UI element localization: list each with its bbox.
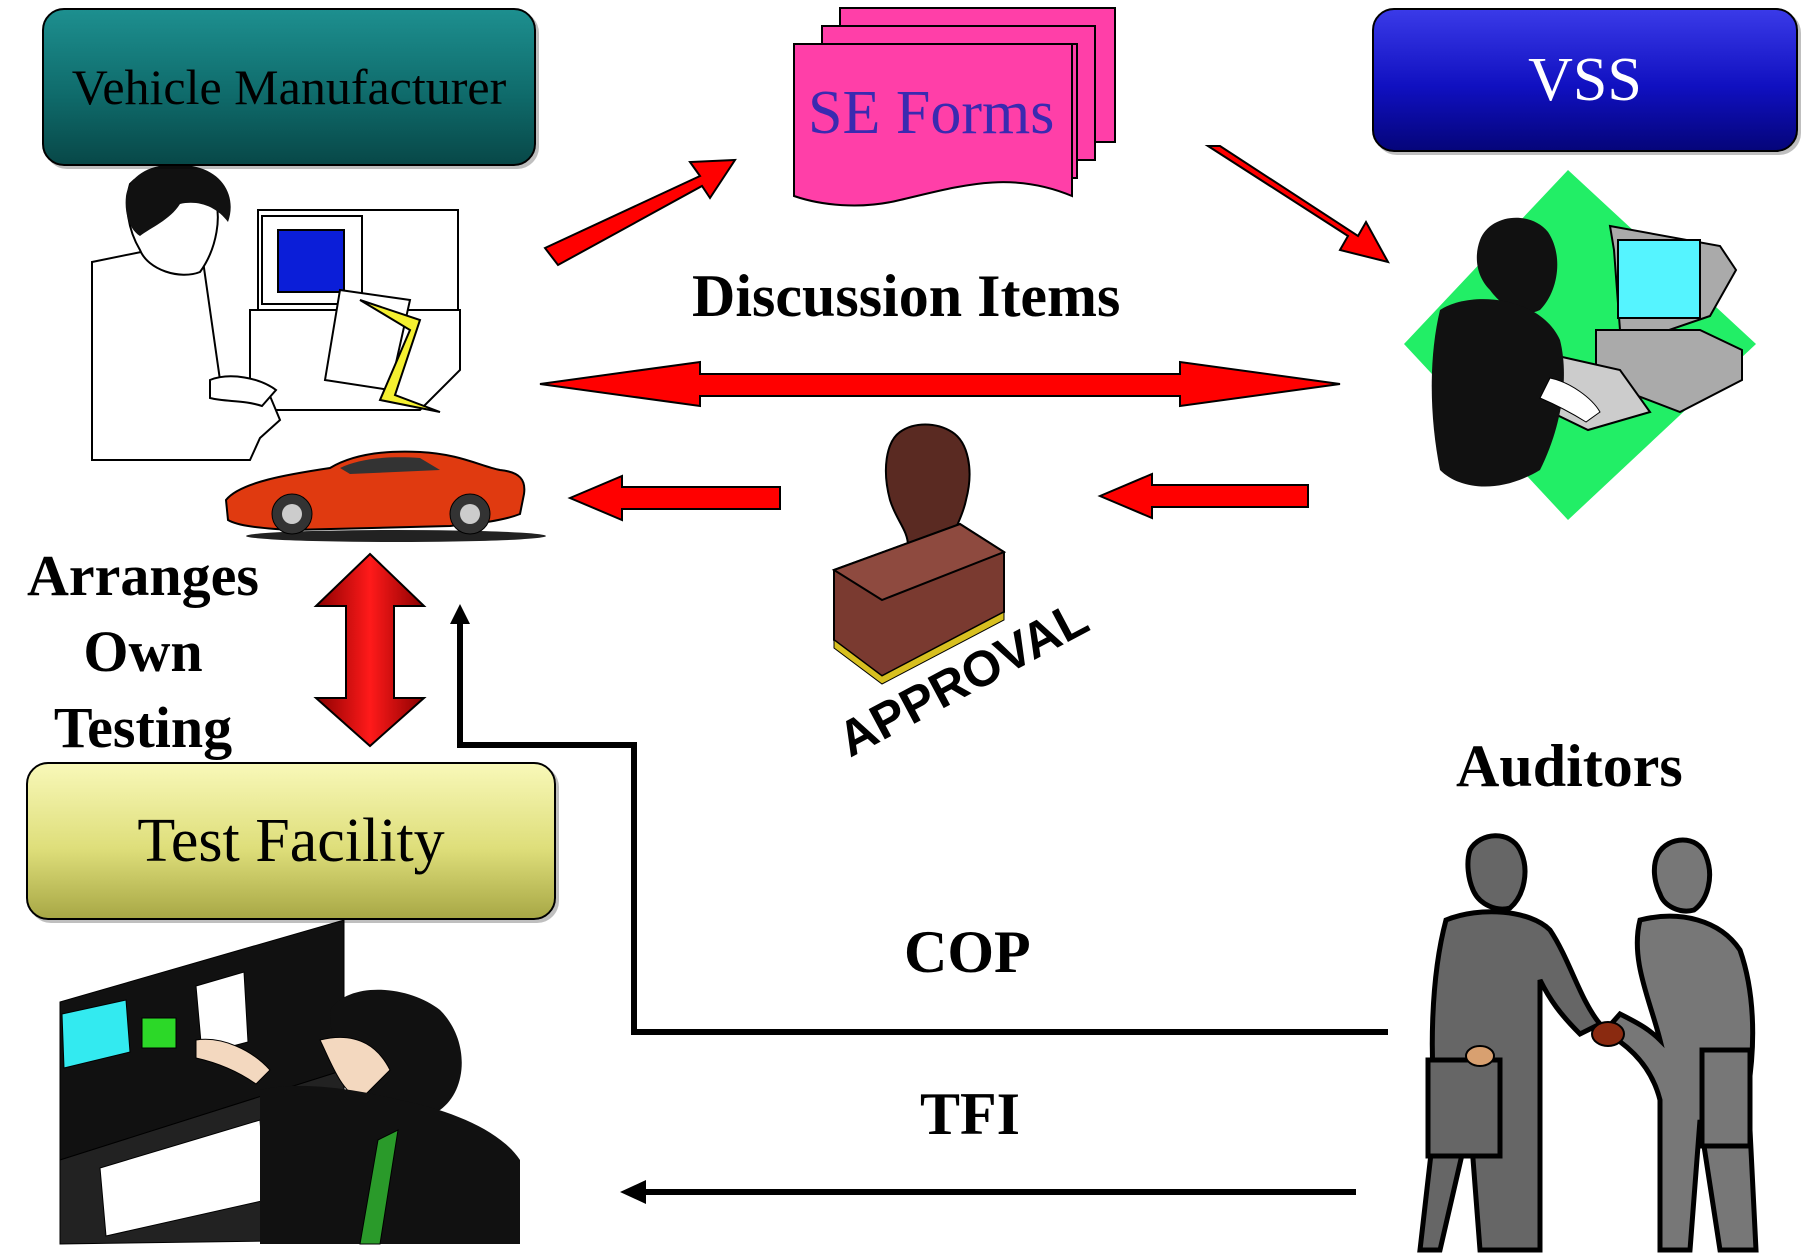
- cop-line: [457, 618, 1388, 1035]
- arrow-approval-to-vm: [567, 474, 781, 522]
- se-forms-label: SE Forms: [808, 79, 1055, 147]
- arrow-vm-testfacility: [313, 552, 427, 748]
- cop-label: COP: [904, 919, 1031, 985]
- vehicle-manufacturer-label: Vehicle Manufacturer: [71, 59, 507, 115]
- person-at-computer-icon: [91, 164, 461, 461]
- arrow-vm-to-seforms: [543, 158, 737, 267]
- arranges-own-testing-label: Arranges Own Testing: [27, 543, 259, 760]
- tfi-arrowhead: [620, 1180, 646, 1204]
- arrow-discussion-items: [539, 360, 1341, 408]
- sports-car-icon: [224, 450, 546, 542]
- handshake-businessmen-icon: [1417, 833, 1759, 1253]
- tfi-label: TFI: [920, 1081, 1021, 1147]
- test-facility-label: Test Facility: [137, 806, 445, 875]
- arrow-vss-to-approval: [1097, 472, 1309, 520]
- vss-box: VSS: [1372, 8, 1798, 152]
- vss-label: VSS: [1528, 45, 1642, 114]
- technician-at-console-icon: [59, 919, 520, 1245]
- test-facility-box: Test Facility: [26, 762, 556, 920]
- arrow-seforms-to-vss: [1204, 145, 1390, 264]
- auditors-label: Auditors: [1456, 733, 1683, 799]
- cop-arrowhead: [450, 604, 470, 624]
- discussion-items-label: Discussion Items: [692, 263, 1121, 329]
- document-stack-icon: [793, 7, 1116, 207]
- vss-operator-at-computer-icon: [1404, 170, 1756, 520]
- vehicle-manufacturer-box: Vehicle Manufacturer: [42, 8, 536, 166]
- rubber-stamp-icon: APPROVAL: [829, 423, 1097, 768]
